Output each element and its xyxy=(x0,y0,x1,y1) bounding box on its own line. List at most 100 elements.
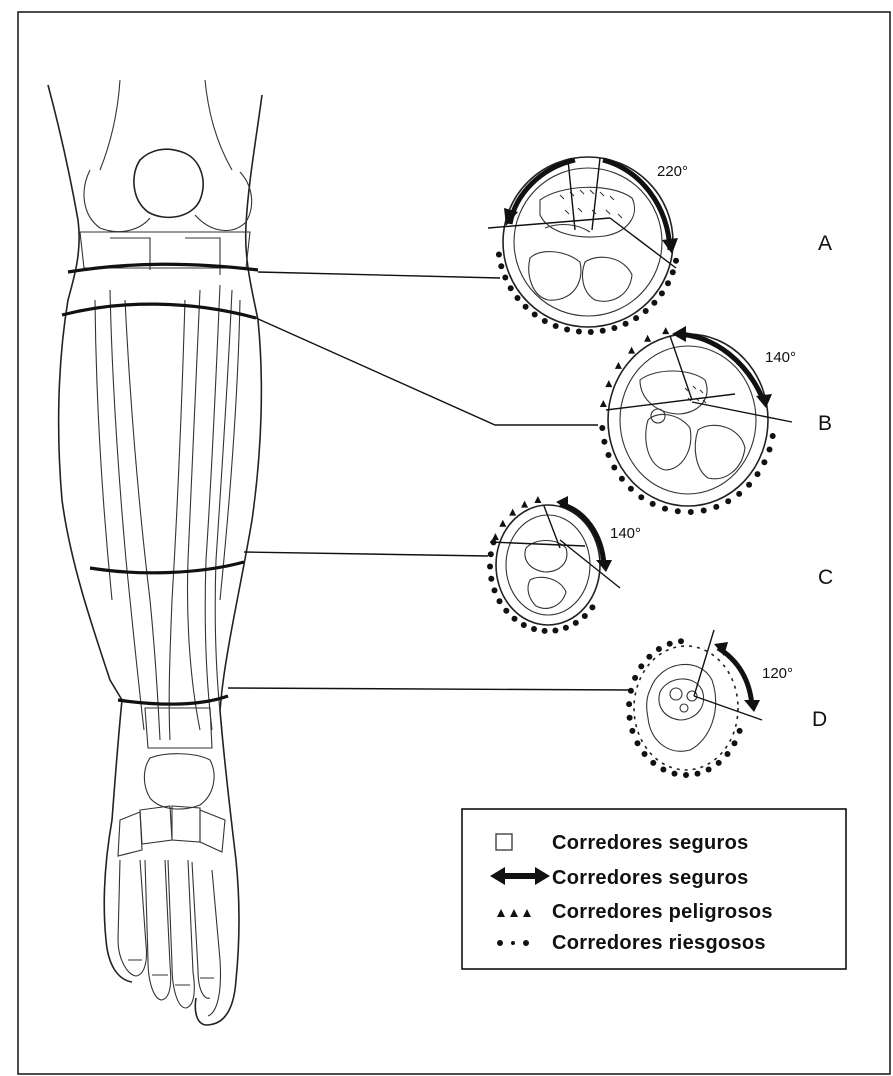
risk-dot xyxy=(755,471,761,477)
cross-section-c: 140° C xyxy=(487,496,833,634)
risk-dot xyxy=(523,304,529,310)
danger-triangle xyxy=(509,509,516,516)
section-a-arrowhead-2 xyxy=(662,238,678,254)
section-d-arrowhead-2 xyxy=(744,700,760,712)
risk-dot xyxy=(695,771,701,777)
section-d-ray-1 xyxy=(694,630,714,696)
section-d-skin xyxy=(647,664,716,751)
risk-dot xyxy=(497,598,503,604)
legend: Corredores seguros Corredores seguros Co… xyxy=(462,809,846,969)
section-c-angle-label: 140° xyxy=(610,525,641,542)
risk-dot xyxy=(573,620,579,626)
risk-dot xyxy=(632,675,638,681)
risk-dot xyxy=(599,425,605,431)
danger-triangle xyxy=(521,501,528,508)
risk-dot xyxy=(542,318,548,324)
risk-dot xyxy=(498,263,504,269)
risk-dot xyxy=(643,308,649,314)
danger-triangle xyxy=(605,380,612,387)
risk-dot xyxy=(635,740,641,746)
risk-dot xyxy=(487,564,493,570)
section-b-arrowhead-2 xyxy=(756,394,772,408)
risk-dot xyxy=(564,327,570,333)
ankle-left-contour xyxy=(112,700,122,820)
section-b-tibia xyxy=(640,371,707,414)
section-d-angle-label: 120° xyxy=(762,665,793,682)
risk-dot xyxy=(582,613,588,619)
toe-1 xyxy=(118,860,147,976)
risk-dot xyxy=(601,439,607,445)
risk-dot xyxy=(623,321,629,327)
thigh-line-left xyxy=(100,80,120,170)
section-c-ray-3 xyxy=(544,506,560,548)
level-band-d xyxy=(118,696,228,704)
tibia-lateral-border xyxy=(188,290,201,730)
leader-line-d xyxy=(228,688,632,690)
danger-triangle xyxy=(615,362,622,369)
risk-dot xyxy=(651,300,657,306)
risk-dot xyxy=(688,509,694,515)
tarsal-4 xyxy=(118,812,142,856)
tibial-plateau-detail xyxy=(110,238,220,275)
risk-dot xyxy=(628,486,634,492)
risk-dot xyxy=(656,646,662,652)
section-a-muscle-2 xyxy=(582,257,632,301)
risk-dot xyxy=(678,638,684,644)
risk-dot xyxy=(767,447,773,453)
cross-section-d: 120° D xyxy=(626,630,827,778)
risk-dot xyxy=(670,269,676,275)
risk-dot xyxy=(667,641,673,647)
risk-dot xyxy=(553,323,559,329)
section-b-letter: B xyxy=(818,412,832,435)
risk-dot xyxy=(521,622,527,628)
risk-dot xyxy=(628,688,634,694)
leg-outer-left-contour xyxy=(48,85,122,700)
section-c-arrowhead-1 xyxy=(556,496,568,510)
risk-dot xyxy=(626,701,632,707)
risk-dot xyxy=(532,312,538,318)
leader-line-a xyxy=(258,272,500,278)
section-c-risk-dots xyxy=(487,539,595,634)
talus xyxy=(145,708,212,748)
risk-dot xyxy=(725,751,731,757)
risk-dot xyxy=(576,329,582,335)
risk-dot xyxy=(611,465,617,471)
section-b-ray-1 xyxy=(606,394,735,410)
risk-dot xyxy=(638,494,644,500)
navicular xyxy=(144,754,214,809)
risk-dot xyxy=(713,504,719,510)
risk-dot xyxy=(491,539,497,545)
risk-dot xyxy=(673,258,679,264)
section-d-tendon-1 xyxy=(670,688,682,700)
risk-dot xyxy=(488,551,494,557)
section-c-skin xyxy=(506,515,590,615)
section-levels xyxy=(62,264,632,704)
risk-dot xyxy=(770,433,776,439)
section-a-angle-label: 220° xyxy=(657,163,688,180)
risk-dot xyxy=(629,728,635,734)
risk-dot xyxy=(503,608,509,614)
risk-dot xyxy=(542,628,548,634)
tibial-plateau xyxy=(80,232,250,268)
level-band-b xyxy=(62,304,256,318)
risk-dot xyxy=(737,728,743,734)
section-b-ray-2 xyxy=(692,402,792,422)
patella xyxy=(134,149,203,217)
legend-label: Corredores riesgosos xyxy=(552,932,766,954)
thigh-line-right xyxy=(205,80,232,170)
risk-dot xyxy=(660,767,666,773)
risk-dot xyxy=(488,576,494,582)
section-c-outer xyxy=(496,505,600,625)
toe-2 xyxy=(145,860,171,1000)
section-a-tibia xyxy=(540,187,634,237)
risk-dot xyxy=(659,290,665,296)
level-band-c xyxy=(90,562,244,573)
risk-dot xyxy=(683,772,689,778)
danger-triangle xyxy=(662,327,669,334)
danger-triangle xyxy=(492,533,499,540)
risk-dot xyxy=(746,482,752,488)
section-a-bone-hatching xyxy=(560,190,622,218)
toe-5 xyxy=(208,870,221,1016)
toe-3 xyxy=(168,860,194,1008)
